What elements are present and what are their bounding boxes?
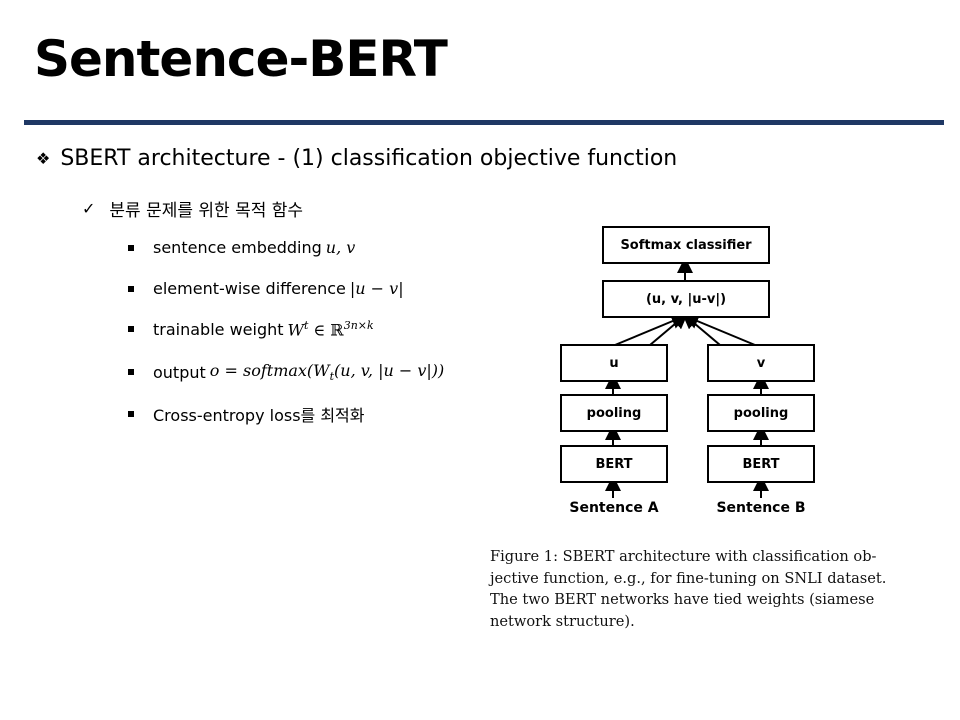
- bert-box-a: BERT: [560, 445, 668, 483]
- u-box: u: [560, 344, 668, 382]
- item-text: output: [153, 362, 206, 382]
- checkmark-icon: ✓: [82, 199, 96, 218]
- list-item: Cross-entropy loss를 최적화: [128, 402, 365, 426]
- square-bullet-icon: [128, 244, 134, 251]
- item-math: |u − v|: [349, 279, 404, 298]
- sbert-architecture-diagram: Softmax classifier (u, v, |u-v|) u v poo…: [540, 220, 820, 530]
- square-bullet-icon: [128, 285, 134, 292]
- title-divider: [24, 120, 944, 125]
- v-box: v: [707, 344, 815, 382]
- item-math: u, v: [325, 238, 356, 257]
- item-text: element-wise difference: [153, 279, 346, 298]
- list-item: element-wise difference |u − v|: [128, 279, 404, 298]
- sentence-b-label: Sentence B: [716, 500, 806, 516]
- item-math: Wt ∈ ℝ3n×k: [287, 319, 374, 340]
- square-bullet-icon: [128, 326, 134, 333]
- bert-box-b: BERT: [707, 445, 815, 483]
- figure-caption: Figure 1: SBERT architecture with classi…: [490, 546, 890, 632]
- softmax-classifier-box: Softmax classifier: [602, 226, 770, 264]
- heading-text: SBERT architecture - (1) classification …: [60, 146, 678, 171]
- sentence-a-label: Sentence A: [569, 500, 659, 516]
- item-text: sentence embedding: [153, 238, 322, 257]
- item-text: trainable weight: [153, 319, 284, 339]
- square-bullet-icon: [128, 369, 134, 376]
- caption-line: network structure).: [490, 612, 635, 630]
- subheading-bullet: ✓ 분류 문제를 위한 목적 함수: [82, 196, 303, 221]
- concat-box: (u, v, |u-v|): [602, 280, 770, 318]
- slide-title: Sentence-BERT: [34, 30, 448, 88]
- caption-line: jective function, e.g., for fine-tuning …: [490, 569, 887, 587]
- subheading-text: 분류 문제를 위한 목적 함수: [109, 201, 304, 221]
- diamond-bullet-icon: ❖: [36, 149, 51, 168]
- list-item: sentence embedding u, v: [128, 238, 355, 257]
- pooling-box-a: pooling: [560, 394, 668, 432]
- caption-line: The two BERT networks have tied weights …: [490, 591, 875, 608]
- item-text: Cross-entropy loss를 최적화: [153, 406, 365, 425]
- item-math: o = softmax(Wt(u, v, |u − v|)): [209, 361, 445, 384]
- diagram-arrows: [605, 257, 769, 498]
- list-item: trainable weight Wt ∈ ℝ3n×k: [128, 319, 374, 339]
- caption-line: Figure 1: SBERT architecture with classi…: [490, 548, 877, 565]
- square-bullet-icon: [128, 411, 134, 417]
- heading-bullet: ❖ SBERT architecture - (1) classificatio…: [36, 146, 677, 171]
- list-item: output o = softmax(Wt(u, v, |u − v|)): [128, 361, 444, 383]
- pooling-box-b: pooling: [707, 394, 815, 432]
